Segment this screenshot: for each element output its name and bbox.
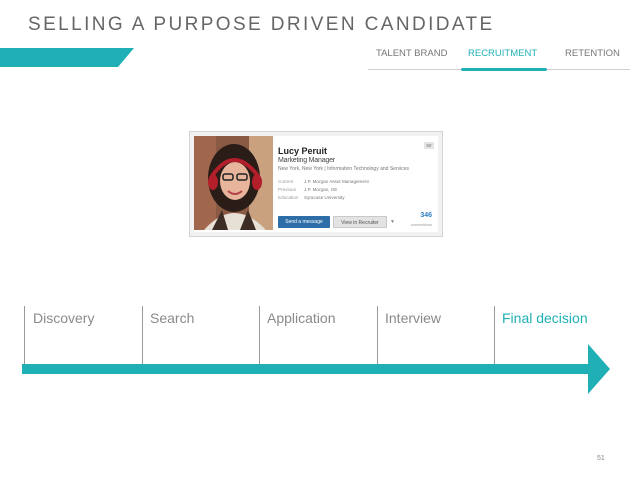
- send-message-button[interactable]: Send a message: [278, 216, 330, 228]
- stage-discovery: Discovery: [33, 310, 95, 326]
- connections-count: 346: [420, 212, 432, 219]
- slide-title: SELLING A PURPOSE DRIVEN CANDIDATE: [28, 14, 495, 35]
- active-tab-indicator: [461, 68, 547, 71]
- view-in-recruiter-button[interactable]: View in Recruiter: [333, 216, 387, 228]
- profile-photo: [194, 136, 273, 230]
- tab-recruitment[interactable]: RECRUITMENT: [468, 48, 538, 59]
- stage-divider: [494, 306, 495, 364]
- detail-value: J.P. Morgan Asset Management: [304, 179, 369, 184]
- page-number: 51: [597, 455, 605, 462]
- connection-degree-badge: 3rr: [424, 142, 434, 149]
- chevron-down-icon[interactable]: ▼: [390, 219, 395, 225]
- stage-divider: [259, 306, 260, 364]
- stage-final-decision: Final decision: [502, 310, 588, 326]
- profile-card: 3rr Lucy Peruit Marketing Manager New Yo…: [189, 131, 443, 237]
- stage-application: Application: [267, 310, 336, 326]
- tab-retention[interactable]: RETENTION: [565, 48, 620, 59]
- detail-value: Syracuse University: [304, 195, 345, 200]
- title-accent-bar: [0, 48, 134, 67]
- stage-divider: [24, 306, 25, 364]
- profile-education: Education Syracuse University: [278, 195, 345, 200]
- stage-divider: [142, 306, 143, 364]
- stage-search: Search: [150, 310, 195, 326]
- tab-talent-brand[interactable]: TALENT BRAND: [376, 48, 448, 59]
- detail-value: J.P. Morgan, GE: [304, 187, 338, 192]
- timeline-arrow: [22, 344, 610, 394]
- profile-location: New York, New York | Information Technol…: [278, 166, 410, 172]
- profile-name[interactable]: Lucy Peruit: [278, 146, 328, 156]
- profile-current: Current J.P. Morgan Asset Management: [278, 179, 369, 184]
- section-tabs: TALENT BRAND RECRUITMENT RETENTION: [368, 48, 630, 71]
- profile-previous: Previous J.P. Morgan, GE: [278, 187, 337, 192]
- detail-label: Current: [278, 179, 294, 184]
- detail-label: Education: [278, 195, 299, 200]
- stage-interview: Interview: [385, 310, 442, 326]
- stage-divider: [377, 306, 378, 364]
- connections-label: connections: [410, 222, 432, 227]
- profile-headline: Marketing Manager: [278, 157, 335, 164]
- detail-label: Previous: [278, 187, 296, 192]
